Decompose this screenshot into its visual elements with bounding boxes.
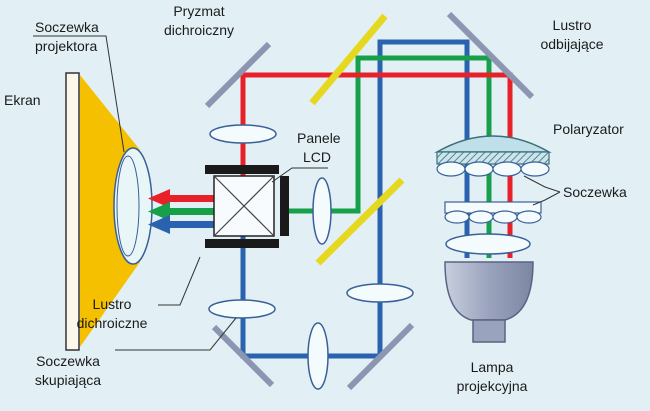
polarizer	[434, 135, 552, 165]
mirror-top-right	[446, 11, 535, 100]
label-lamp-1: Lampa	[471, 359, 514, 375]
label-reflecting-mirror-2: odbijające	[540, 36, 603, 52]
lens-array-top	[436, 161, 550, 177]
label-projector-lens-1: Soczewka	[35, 19, 99, 35]
mirror-bottom-right	[346, 322, 415, 391]
label-dichroic-mirror-1: Lustro	[93, 296, 132, 312]
label-dichroic-prism-1: Pryzmat	[173, 3, 224, 19]
mirror-bottom-left	[211, 324, 275, 388]
label-lcd-2: LCD	[303, 149, 331, 165]
label-projector-lens-2: projektora	[35, 38, 97, 54]
blue-beam	[240, 39, 470, 359]
lamp-lens	[445, 233, 531, 255]
projection-lamp	[444, 261, 534, 343]
dichroic-prism	[213, 175, 275, 237]
label-lens: Soczewka	[563, 184, 627, 200]
leader-condenser	[115, 317, 237, 351]
output-arrows	[148, 189, 216, 234]
projector-lens-inner	[116, 155, 140, 257]
label-screen: Ekran	[4, 92, 41, 108]
mirror-top-left	[204, 41, 272, 109]
lens-array-bottom	[444, 201, 542, 224]
blue-vertical-lens	[346, 283, 414, 303]
leader-dichroic-mirror	[158, 256, 201, 306]
label-condenser-2: skupiająca	[35, 372, 101, 388]
green-beam	[280, 55, 492, 258]
label-polarizer: Polaryzator	[553, 121, 624, 137]
label-lamp-2: projekcyjna	[457, 378, 528, 394]
red-lens	[209, 124, 277, 144]
condenser-lens	[208, 299, 276, 319]
projector-lens	[113, 147, 153, 265]
green-lens	[312, 177, 332, 245]
dichroic-mirror-top	[309, 13, 388, 106]
label-dichroic-prism-2: dichroiczny	[164, 22, 234, 38]
leader-lens-1	[523, 175, 561, 193]
dichroic-mirror-bottom	[315, 177, 405, 266]
leader-lens-2	[532, 191, 561, 206]
blue-lens	[307, 322, 329, 390]
label-lcd-1: Panele	[297, 130, 341, 146]
projection-cone	[80, 75, 140, 347]
label-dichroic-mirror-2: dichroiczne	[77, 315, 148, 331]
label-condenser-1: Soczewka	[36, 353, 100, 369]
label-reflecting-mirror-1: Lustro	[553, 17, 592, 33]
leader-projector-lens	[33, 35, 125, 153]
leader-lcd	[271, 167, 328, 183]
screen	[65, 72, 80, 351]
lcd-panels	[205, 165, 289, 248]
